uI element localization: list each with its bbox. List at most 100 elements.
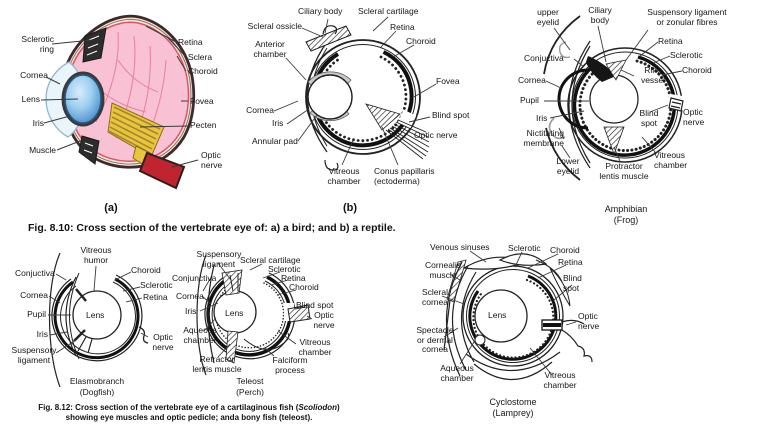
teleost-leader-lines	[199, 262, 313, 358]
dogfish-retina	[60, 281, 136, 355]
label-ciliary-body: Ciliary body	[298, 6, 343, 16]
label-pupil: Pupil	[27, 309, 46, 319]
dogfish-iris	[75, 288, 87, 302]
label-lower-eyelid: Lower eyelid	[556, 156, 580, 176]
label-iris: Iris	[185, 306, 197, 316]
amphibian-optic-nerve	[668, 97, 684, 112]
label-sclera: Sclera	[188, 52, 213, 62]
label-fovea: Fovea	[436, 76, 460, 86]
teleost-optic-nerve	[287, 304, 311, 323]
label-pecten: Pecten	[190, 120, 217, 130]
panel-label-a: (a)	[104, 202, 118, 214]
teleost-falciform-process	[243, 332, 290, 350]
bird-optic-nerve-stalk	[138, 151, 186, 190]
cyclostome-scleral-cornea	[460, 271, 477, 363]
cyclostome-eye-illustration	[441, 250, 593, 381]
reptile-eye-illustration	[273, 16, 437, 171]
label-optic-nerve: Optic nerve	[313, 310, 335, 330]
label-iris: Iris	[36, 329, 48, 339]
label-sclerotic: Sclerotic	[268, 264, 301, 274]
amphibian-lower-eyelid	[545, 127, 581, 181]
label-suspensory-ligament: Suspensory ligament	[196, 249, 242, 269]
reptile-sclera	[305, 39, 421, 155]
caption-amphibian: Amphibian (Frog)	[604, 204, 648, 226]
label-optic-nerve: Optic nerve	[414, 130, 458, 140]
label-retractor-lentis-muscle: Retractor lentis muscle	[192, 354, 242, 374]
teleost-retina	[211, 280, 287, 352]
dogfish-suspensory-ligament	[77, 336, 87, 352]
label-blind-spot: Blind spot	[432, 110, 470, 120]
teleost-eye-illustration	[196, 254, 313, 376]
label-scleral-cartilage: Scleral cartilage	[358, 6, 419, 16]
amphibian-choroid	[572, 55, 677, 157]
label-falciform-process: Falciform process	[272, 355, 308, 375]
cyclostome-lens	[474, 289, 528, 343]
label-cornea: Cornea	[20, 290, 48, 300]
label-spectacle-or-dermal-cornea: Spectacle or dermal cornea	[416, 325, 454, 355]
label-retina: Retina	[143, 292, 168, 302]
teleost-sclerotic	[204, 272, 296, 360]
label-blind-spot: Blind spot	[563, 273, 582, 293]
dogfish-lens	[72, 290, 122, 340]
label-cornea: Cornea	[176, 291, 204, 301]
label-blind-spot: Blind spot	[639, 108, 659, 128]
label-vitreous-chamber: Vitreous chamber	[543, 370, 577, 390]
reptile-conus-papillaris	[365, 103, 401, 131]
label-scleral-cornea: Scleral cornea	[422, 287, 448, 307]
panel-reptile-eye: Ciliary body Scleral cartilage Scleral o…	[230, 0, 490, 230]
bird-sclerotic-ring	[82, 27, 107, 63]
bird-eye-illustration	[40, 14, 199, 190]
label-vitreous-chamber: Vitreous chamber	[298, 337, 332, 357]
label-anterior-chamber: Anterior chamber	[253, 39, 287, 59]
label-optic-nerve: Optic nerve	[683, 107, 705, 127]
amphibian-ciliary-body	[586, 56, 616, 82]
reptile-optic-nerve-fibres	[385, 119, 430, 160]
panel-label-b: (b)	[342, 202, 358, 214]
bird-leader-lines	[40, 25, 199, 168]
label-optic-nerve: Optic nerve	[578, 311, 600, 331]
amphibian-upper-eyelid	[543, 15, 581, 75]
dogfish-cornea	[65, 276, 77, 357]
figure-8-10-caption: Fig. 8.10: Cross section of the vertebra…	[28, 222, 396, 234]
label-retina: Retina	[178, 37, 203, 47]
label-annular-pad: Annular pad	[252, 136, 298, 146]
cyclostome-blind-spot-fold	[549, 267, 571, 307]
label-cornealis-muscle: Cornealis muscle	[425, 260, 461, 280]
label-retina: Retina	[281, 273, 306, 283]
teleost-suspensory-ligament	[229, 274, 234, 292]
label-iris: Iris	[272, 118, 284, 128]
dogfish-choroid	[53, 277, 140, 360]
label-vitreous-chamber: Vitreous chamber	[327, 166, 361, 186]
label-conjuctiva: Conjuctiva	[15, 268, 55, 278]
label-cornea: Cornea	[20, 70, 48, 80]
cyclostome-aqueous-pocket	[474, 334, 486, 346]
dogfish-leader-lines	[48, 265, 149, 354]
label-lens: Lens	[86, 310, 105, 320]
label-suspensory-ligament: Suspensory ligament or zonular fibres	[647, 7, 727, 27]
label-fovea: Fovea	[190, 96, 214, 106]
figure-8-12-caption: Fig. 8.12: Cross section of the vertebra…	[33, 403, 345, 424]
amphibian-protractor-lentis-muscle	[603, 126, 625, 156]
label-muscle: Muscle	[29, 145, 56, 155]
label-aqueous-chamber: Aqueous chamber	[183, 325, 217, 345]
label-choroid: Choroid	[188, 66, 218, 76]
label-choroid: Choroid	[131, 265, 161, 275]
label-conjunctiva: Conjunctiva	[172, 273, 217, 283]
label-retina: Retina	[558, 257, 583, 267]
label-venous-sinuses: Venous sinuses	[430, 242, 490, 252]
panel-teleost-eye: Suspensory ligament Scleral cartilage Sc…	[160, 245, 355, 415]
teleost-conjunctiva	[196, 254, 207, 376]
caption-elasmobranch: Elasmobranch (Dogfish)	[69, 376, 125, 397]
panel-bird-eye: Sclerotic ring Cornea Lens Iris Muscle R…	[0, 0, 235, 230]
teleost-cornea	[207, 264, 215, 364]
label-conus-papillaris: Conus papillaris (ectoderma)	[374, 166, 435, 186]
label-vitreous-chamber: Vitreous chamber	[654, 150, 688, 170]
label-sclerotic-ring: Sclerotic ring	[21, 34, 54, 54]
label-vitreous-humor: Vitreous humor	[80, 245, 112, 265]
reptile-leader-lines	[273, 16, 437, 166]
caption-teleost: Teleost (Perch)	[236, 376, 264, 397]
label-sclerotic: Sclerotic	[140, 280, 173, 290]
label-optic-nerve: Optic nerve	[152, 332, 174, 352]
label-lens: Lens	[488, 310, 507, 320]
